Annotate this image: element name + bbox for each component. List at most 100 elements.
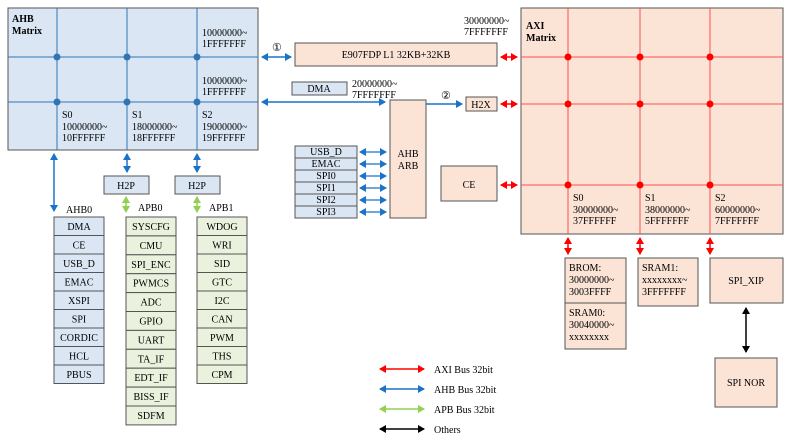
axi-s1-range1: 38000000~: [645, 205, 691, 216]
ahb0-item: SPI: [72, 314, 86, 325]
apb0-item: SPI_ENC: [131, 260, 171, 271]
apb0-item: UART: [138, 335, 165, 346]
dma-block: [291, 81, 348, 96]
ahb0-cell: [53, 364, 105, 384]
brom-line1: BROM:: [569, 263, 601, 274]
ahb0-title: AHB0: [66, 205, 92, 216]
sram1-line2: xxxxxxxx~: [642, 275, 688, 286]
master-usb-d: USB_D: [310, 147, 342, 158]
apb0-item: SYSCFG: [132, 222, 170, 233]
ahb-s2-range2: 19FFFFFF: [202, 133, 246, 144]
master-spi1: SPI1: [316, 183, 335, 194]
sram0-line1: SRAM0:: [569, 308, 605, 319]
apb0-item: CMU: [140, 241, 164, 252]
h2x-label: H2X: [471, 100, 491, 111]
ahb-s2-range1: 19000000~: [202, 122, 248, 133]
ahb0-item: EMAC: [65, 277, 94, 288]
axi-s2-range2: 7FFFFFFF: [715, 216, 759, 227]
ahb0-item: PBUS: [66, 370, 91, 381]
ahb-s0-range2: 10FFFFFF: [62, 133, 106, 144]
master-stack: USB_D EMAC SPI0 SPI1 SPI2 SPI3: [294, 145, 387, 219]
axi-s1-range2: 5FFFFFFF: [645, 216, 689, 227]
h2p-label-1: H2P: [117, 181, 135, 192]
apb0-item: GPIO: [139, 316, 162, 327]
spi-nor-label: SPI NOR: [727, 378, 765, 389]
ahb-arb-block: [389, 99, 427, 219]
apb0-title: APB0: [138, 203, 162, 214]
apb0-item: EDT_IF: [134, 373, 168, 384]
ahb-arb-line1: AHB: [397, 149, 418, 160]
legend-axi-label: AXI Bus 32bit: [434, 365, 493, 376]
legend-ahb-label: AHB Bus 32bit: [434, 385, 496, 396]
sram1-block: [637, 257, 699, 307]
apb1-item: GTC: [212, 277, 232, 288]
axi-matrix: AXI Matrix 30000000~ 7FFFFFFF S0 3000000…: [464, 7, 784, 235]
marker-2: ②: [441, 90, 451, 102]
ahb-matrix-title-line2: Matrix: [12, 26, 42, 37]
ahb-s0-range1: 10000000~: [62, 122, 108, 133]
ahb-map-top-line1: 10000000~: [202, 28, 248, 39]
brom-line3: 3003FFFF: [569, 287, 612, 298]
h2p-label-2: H2P: [188, 181, 206, 192]
sram0-block: [564, 302, 627, 350]
apb1-item: SID: [214, 259, 230, 270]
ahb-matrix-title-line1: AHB: [12, 14, 34, 25]
apb1-cell: [196, 364, 248, 384]
apb1-item: WRI: [212, 240, 231, 251]
apb1-item: CAN: [211, 314, 232, 325]
ahb0-item: CORDIC: [60, 333, 98, 344]
apb0-item: SDFM: [137, 411, 164, 422]
master-spi2: SPI2: [316, 195, 335, 206]
ahb0-item: CE: [73, 240, 86, 251]
apb0-item: ADC: [140, 298, 161, 309]
apb1-item: I2C: [215, 296, 230, 307]
legend: AXI Bus 32bit AHB Bus 32bit APB Bus 32bi…: [379, 365, 496, 436]
ahb-s1-range2: 18FFFFFF: [132, 133, 176, 144]
apb1-title: APB1: [209, 203, 233, 214]
axi-map-top-line2: 7FFFFFFF: [464, 27, 508, 38]
ahb-map-mid-line1: 10000000~: [202, 76, 248, 87]
h2x-block: [465, 96, 498, 112]
axi-s1-name: S1: [645, 193, 656, 204]
h2p-block-2: [174, 175, 221, 195]
marker-1: ①: [272, 42, 282, 54]
ahb-matrix: AHB Matrix 10000000~ 1FFFFFFF 10000000~ …: [7, 7, 259, 151]
spi-nor-block: [714, 357, 778, 408]
ahb-s2-name: S2: [202, 110, 213, 121]
axi-s2-range1: 60000000~: [715, 205, 761, 216]
brom-line2: 30000000~: [569, 275, 615, 286]
apb0-cell: [125, 405, 177, 426]
spi-xip-label: SPI_XIP: [728, 276, 764, 287]
apb0-item: BISS_IF: [133, 392, 168, 403]
h2p-block-1: [103, 175, 150, 195]
spi-xip-block: [709, 257, 784, 304]
axi-map-top-line1: 30000000~: [464, 16, 510, 27]
legend-others-label: Others: [434, 425, 461, 436]
ahb0-item: HCL: [69, 351, 89, 362]
master-spi3: SPI3: [316, 207, 335, 218]
ahb-map-mid-line2: 1FFFFFFF: [202, 87, 246, 98]
master-spi0: SPI0: [316, 171, 335, 182]
dma-range-line1: 20000000~: [352, 79, 398, 90]
axi-s2-name: S2: [715, 193, 726, 204]
apb0-item: TA_IF: [138, 354, 165, 365]
master-emac: EMAC: [312, 159, 341, 170]
apb1-item: WDOG: [206, 222, 237, 233]
cpu-block: [294, 42, 498, 67]
brom-block: [564, 257, 627, 304]
axi-matrix-title-line1: AXI: [526, 21, 544, 32]
legend-apb-label: APB Bus 32bit: [434, 405, 495, 416]
ahb0-item: XSPI: [68, 296, 90, 307]
apb1-item: CPM: [211, 370, 232, 381]
ahb-s1-range1: 18000000~: [132, 122, 178, 133]
sram0-line2: 30040000~: [569, 320, 615, 331]
ahb-s1-name: S1: [132, 110, 143, 121]
apb1-item: THS: [213, 351, 232, 362]
cpu-label: E907FDP L1 32KB+32KB: [342, 50, 451, 61]
axi-s0-range2: 37FFFFFF: [573, 216, 617, 227]
apb0-item: PWMCS: [133, 279, 169, 290]
sram0-line3: xxxxxxxx: [569, 332, 609, 343]
dma-label: DMA: [307, 84, 331, 95]
